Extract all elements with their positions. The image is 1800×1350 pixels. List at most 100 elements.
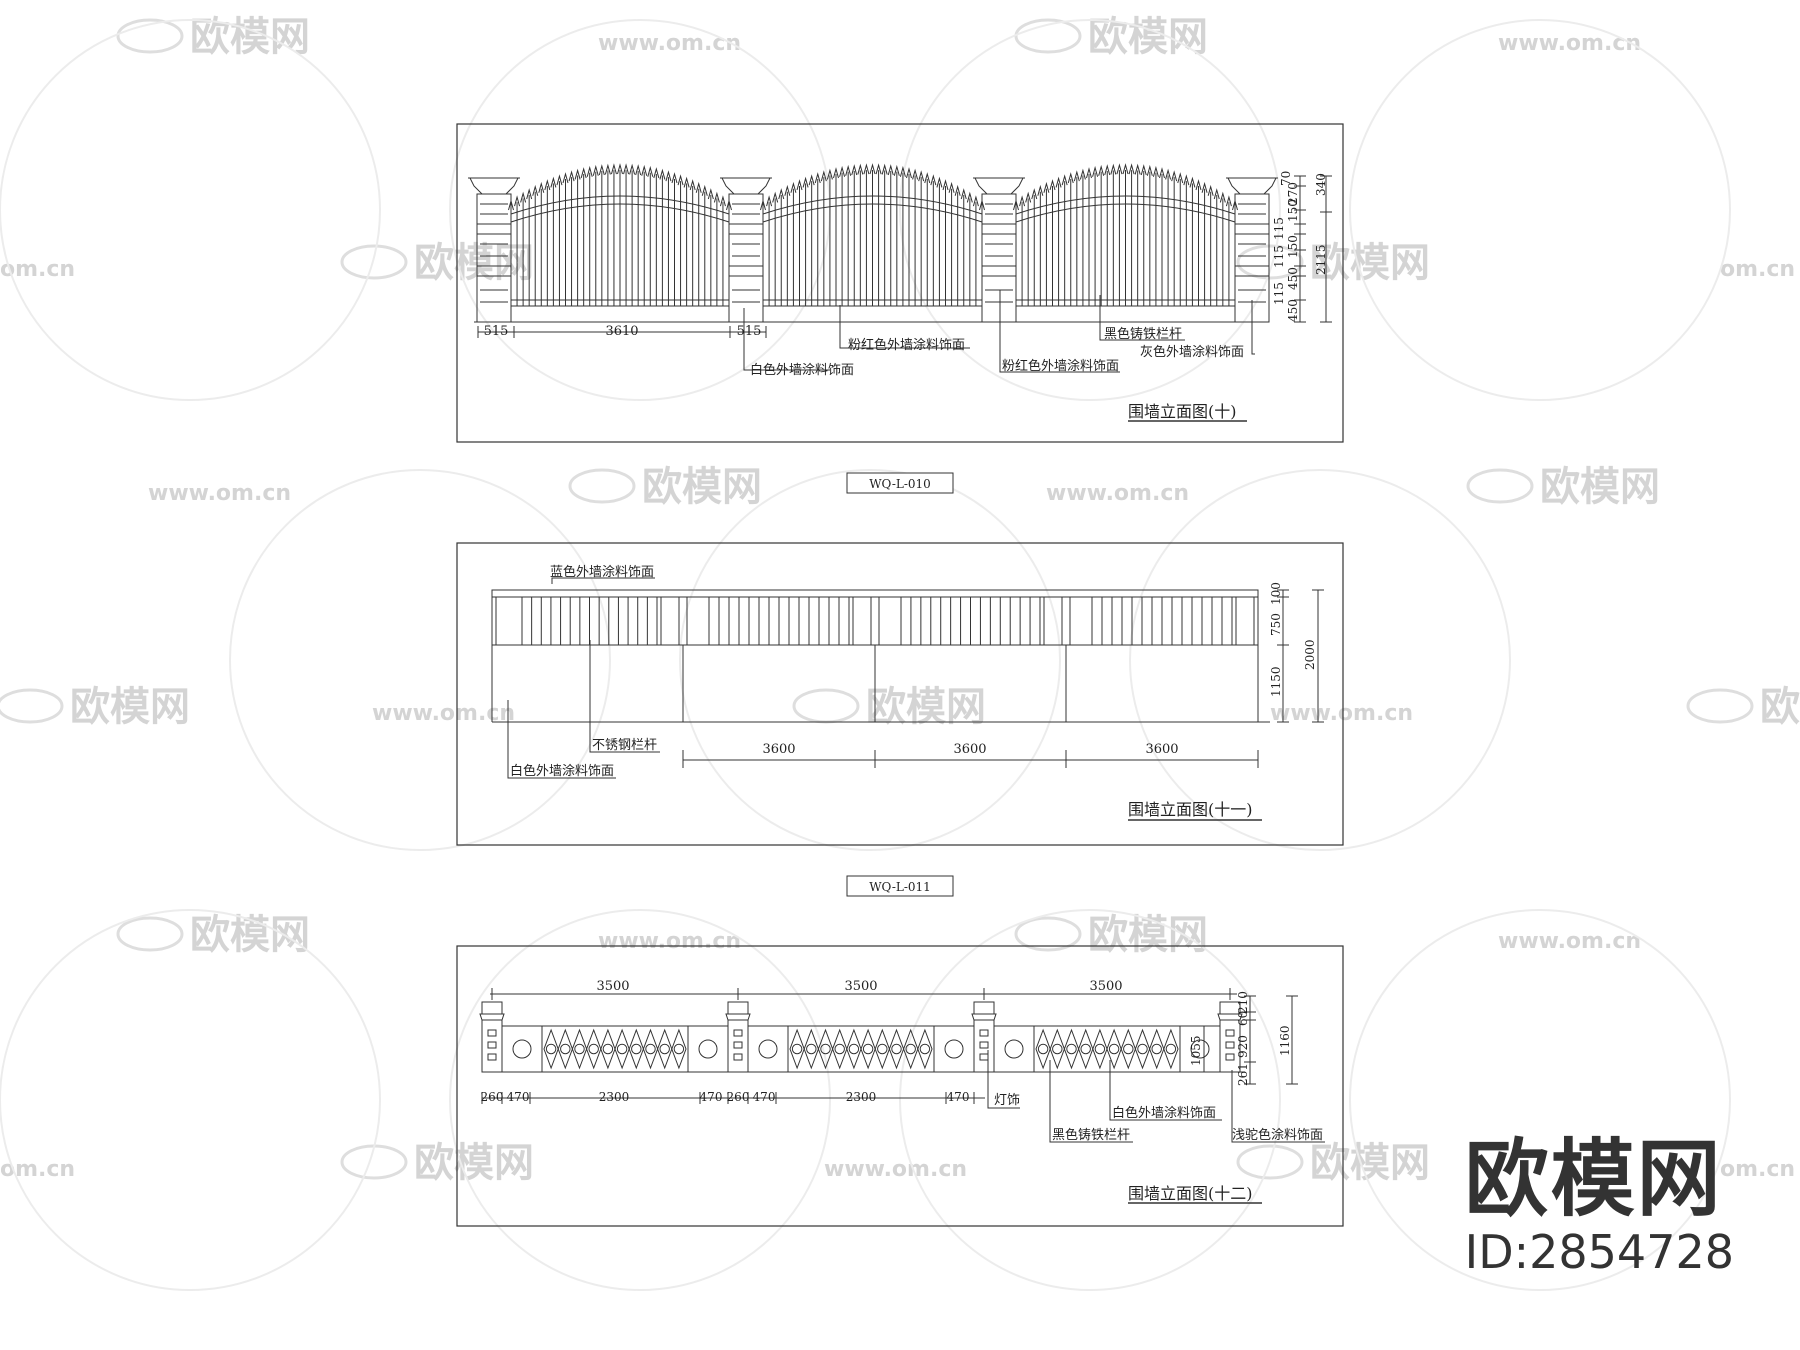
spear-tip [677, 174, 684, 186]
leader-line [743, 308, 830, 371]
pier-panel [733, 1053, 743, 1061]
diamond-motif [1049, 1028, 1065, 1070]
spear-tip [893, 164, 900, 176]
pillar-body [981, 193, 1017, 323]
diamond-motif [1035, 1028, 1051, 1070]
spear-tip [1232, 199, 1238, 211]
pier-upper [878, 596, 902, 646]
lamp [727, 1001, 749, 1015]
leader-line [1231, 1070, 1325, 1143]
spear-tip [808, 174, 815, 186]
spear-tip [906, 167, 912, 179]
spear-tip [1073, 170, 1080, 182]
spear-tip [1195, 179, 1202, 191]
dim-label: 450 [1286, 299, 1300, 322]
spear-tip [1134, 163, 1141, 175]
model-id: ID:2854728 [1464, 1224, 1734, 1279]
dim-label: 3500 [1089, 979, 1122, 994]
spear-tip [1025, 191, 1032, 203]
diamond-motif [628, 1028, 644, 1070]
pier-upper [660, 596, 680, 646]
spear-tip [514, 195, 521, 207]
panel-frame [456, 542, 1344, 846]
spear-tip [701, 184, 708, 196]
spear-tip [814, 172, 821, 184]
dim-label: 1150 [1269, 666, 1283, 697]
fence-drawing [468, 163, 1332, 338]
ring-motif [631, 1043, 642, 1055]
spear-tip [1128, 163, 1135, 175]
pier-upper [852, 596, 872, 646]
spear-tip [972, 195, 979, 207]
diamond-motif [860, 1028, 876, 1070]
spear-tip [520, 191, 527, 203]
annotation-label: 灰色外墙涂料饰面 [1140, 344, 1244, 360]
diamond-motif [817, 1028, 834, 1070]
spear-tip [772, 191, 779, 203]
ring-motif [588, 1043, 599, 1055]
pier-upper [686, 596, 710, 646]
watermark-text: www.om.cn [598, 929, 741, 954]
dim-label: 3500 [844, 979, 877, 994]
watermark-text: www.om.cn [372, 701, 515, 726]
spear-tip [695, 181, 702, 193]
pier-upper [1069, 596, 1093, 646]
pillar-body [728, 193, 764, 323]
spear-tip [659, 168, 666, 180]
spear-tip [851, 164, 858, 176]
spear-tip [899, 165, 906, 177]
pier-panel [979, 1029, 989, 1037]
spear-tip [826, 168, 833, 180]
watermark-text: 欧模网 [642, 464, 762, 510]
spear-tip [629, 163, 636, 175]
brand-name: 欧模网 [1464, 1129, 1723, 1228]
medallion [758, 1039, 778, 1059]
dim-label: 115 [1272, 245, 1286, 268]
watermark-emblem [116, 18, 184, 54]
watermark-text: 欧模网 [414, 240, 534, 286]
spear-tip [1079, 168, 1086, 180]
watermark-text: 欧模网 [866, 684, 986, 730]
diamond-motif [1063, 1028, 1080, 1070]
spear-tip [598, 164, 605, 176]
dim-label: 270 [1286, 182, 1300, 205]
dim-label: 515 [484, 324, 509, 339]
medallion [1004, 1039, 1024, 1059]
watermark-emblem [1466, 468, 1534, 504]
dim-label: 261 [1236, 1063, 1250, 1086]
spear-tip [960, 188, 967, 200]
dim-label: 3610 [605, 324, 638, 339]
spear-tip [869, 163, 876, 175]
watermark-emblem [1236, 244, 1304, 280]
watermark-text: www.om.cn [824, 1157, 967, 1182]
ring-motif [574, 1043, 585, 1055]
panel-wall-elevation-11 [456, 542, 1344, 846]
dim-label: 2000 [1303, 639, 1317, 670]
lamp [481, 1001, 503, 1015]
watermark-circle [449, 909, 831, 1291]
ring-motif [919, 1043, 931, 1055]
panel-wall-elevation-10 [456, 123, 1344, 443]
wall-body [501, 1025, 729, 1073]
leader-line [839, 305, 970, 349]
watermark-circle [1129, 469, 1511, 851]
watermark-text: www.om.cn [148, 481, 291, 506]
leader-line [999, 290, 1120, 373]
spear-tip [592, 164, 599, 176]
diamond-motif [671, 1028, 687, 1070]
spear-tip [778, 188, 785, 200]
watermark-text: 欧模网 [1310, 1140, 1430, 1186]
spear-tip [790, 181, 797, 193]
spear-tip [1098, 164, 1105, 176]
pier-panel [1225, 1041, 1235, 1049]
diamond-motif [917, 1028, 933, 1070]
watermark-circle [679, 469, 1061, 851]
dim-label: 3600 [953, 742, 986, 757]
dim-label: 3600 [762, 742, 795, 757]
panel-2-text: 蓝色外墙涂料饰面 不锈钢栏杆 白色外墙涂料饰面 3600 3600 3600 围… [510, 564, 1317, 819]
spear-tip [1159, 167, 1165, 179]
watermark-text: 欧模网 [1760, 684, 1800, 730]
watermark-text: www.om.cn [1498, 31, 1641, 56]
